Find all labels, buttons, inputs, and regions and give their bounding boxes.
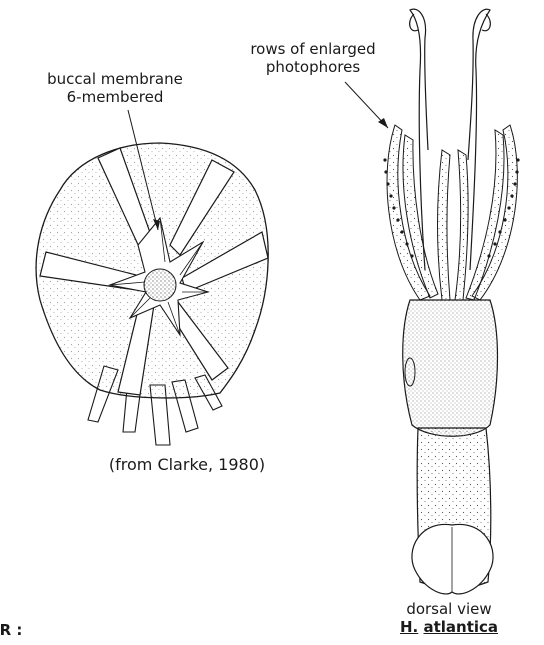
photophores-label-line2: photophores	[218, 58, 408, 76]
cropped-heading-fragment: JR :	[0, 621, 22, 639]
buccal-label-line2: 6-membered	[40, 88, 190, 106]
species-label: H. atlantica	[390, 618, 508, 636]
arms	[387, 125, 517, 300]
buccal-membrane-label: buccal membrane 6-membered	[40, 70, 190, 106]
source-credit: (from Clarke, 1980)	[92, 456, 282, 474]
buccal-label-line1: buccal membrane	[40, 70, 190, 88]
tentacles	[410, 9, 491, 270]
view-label: dorsal view	[390, 600, 508, 618]
squid-fins	[412, 524, 493, 594]
species-genus: H.	[400, 618, 418, 636]
species-name: atlantica	[423, 618, 498, 636]
photophores-label: rows of enlarged photophores	[218, 40, 408, 76]
photophores-label-line1: rows of enlarged	[218, 40, 408, 58]
squid-head	[403, 300, 498, 436]
